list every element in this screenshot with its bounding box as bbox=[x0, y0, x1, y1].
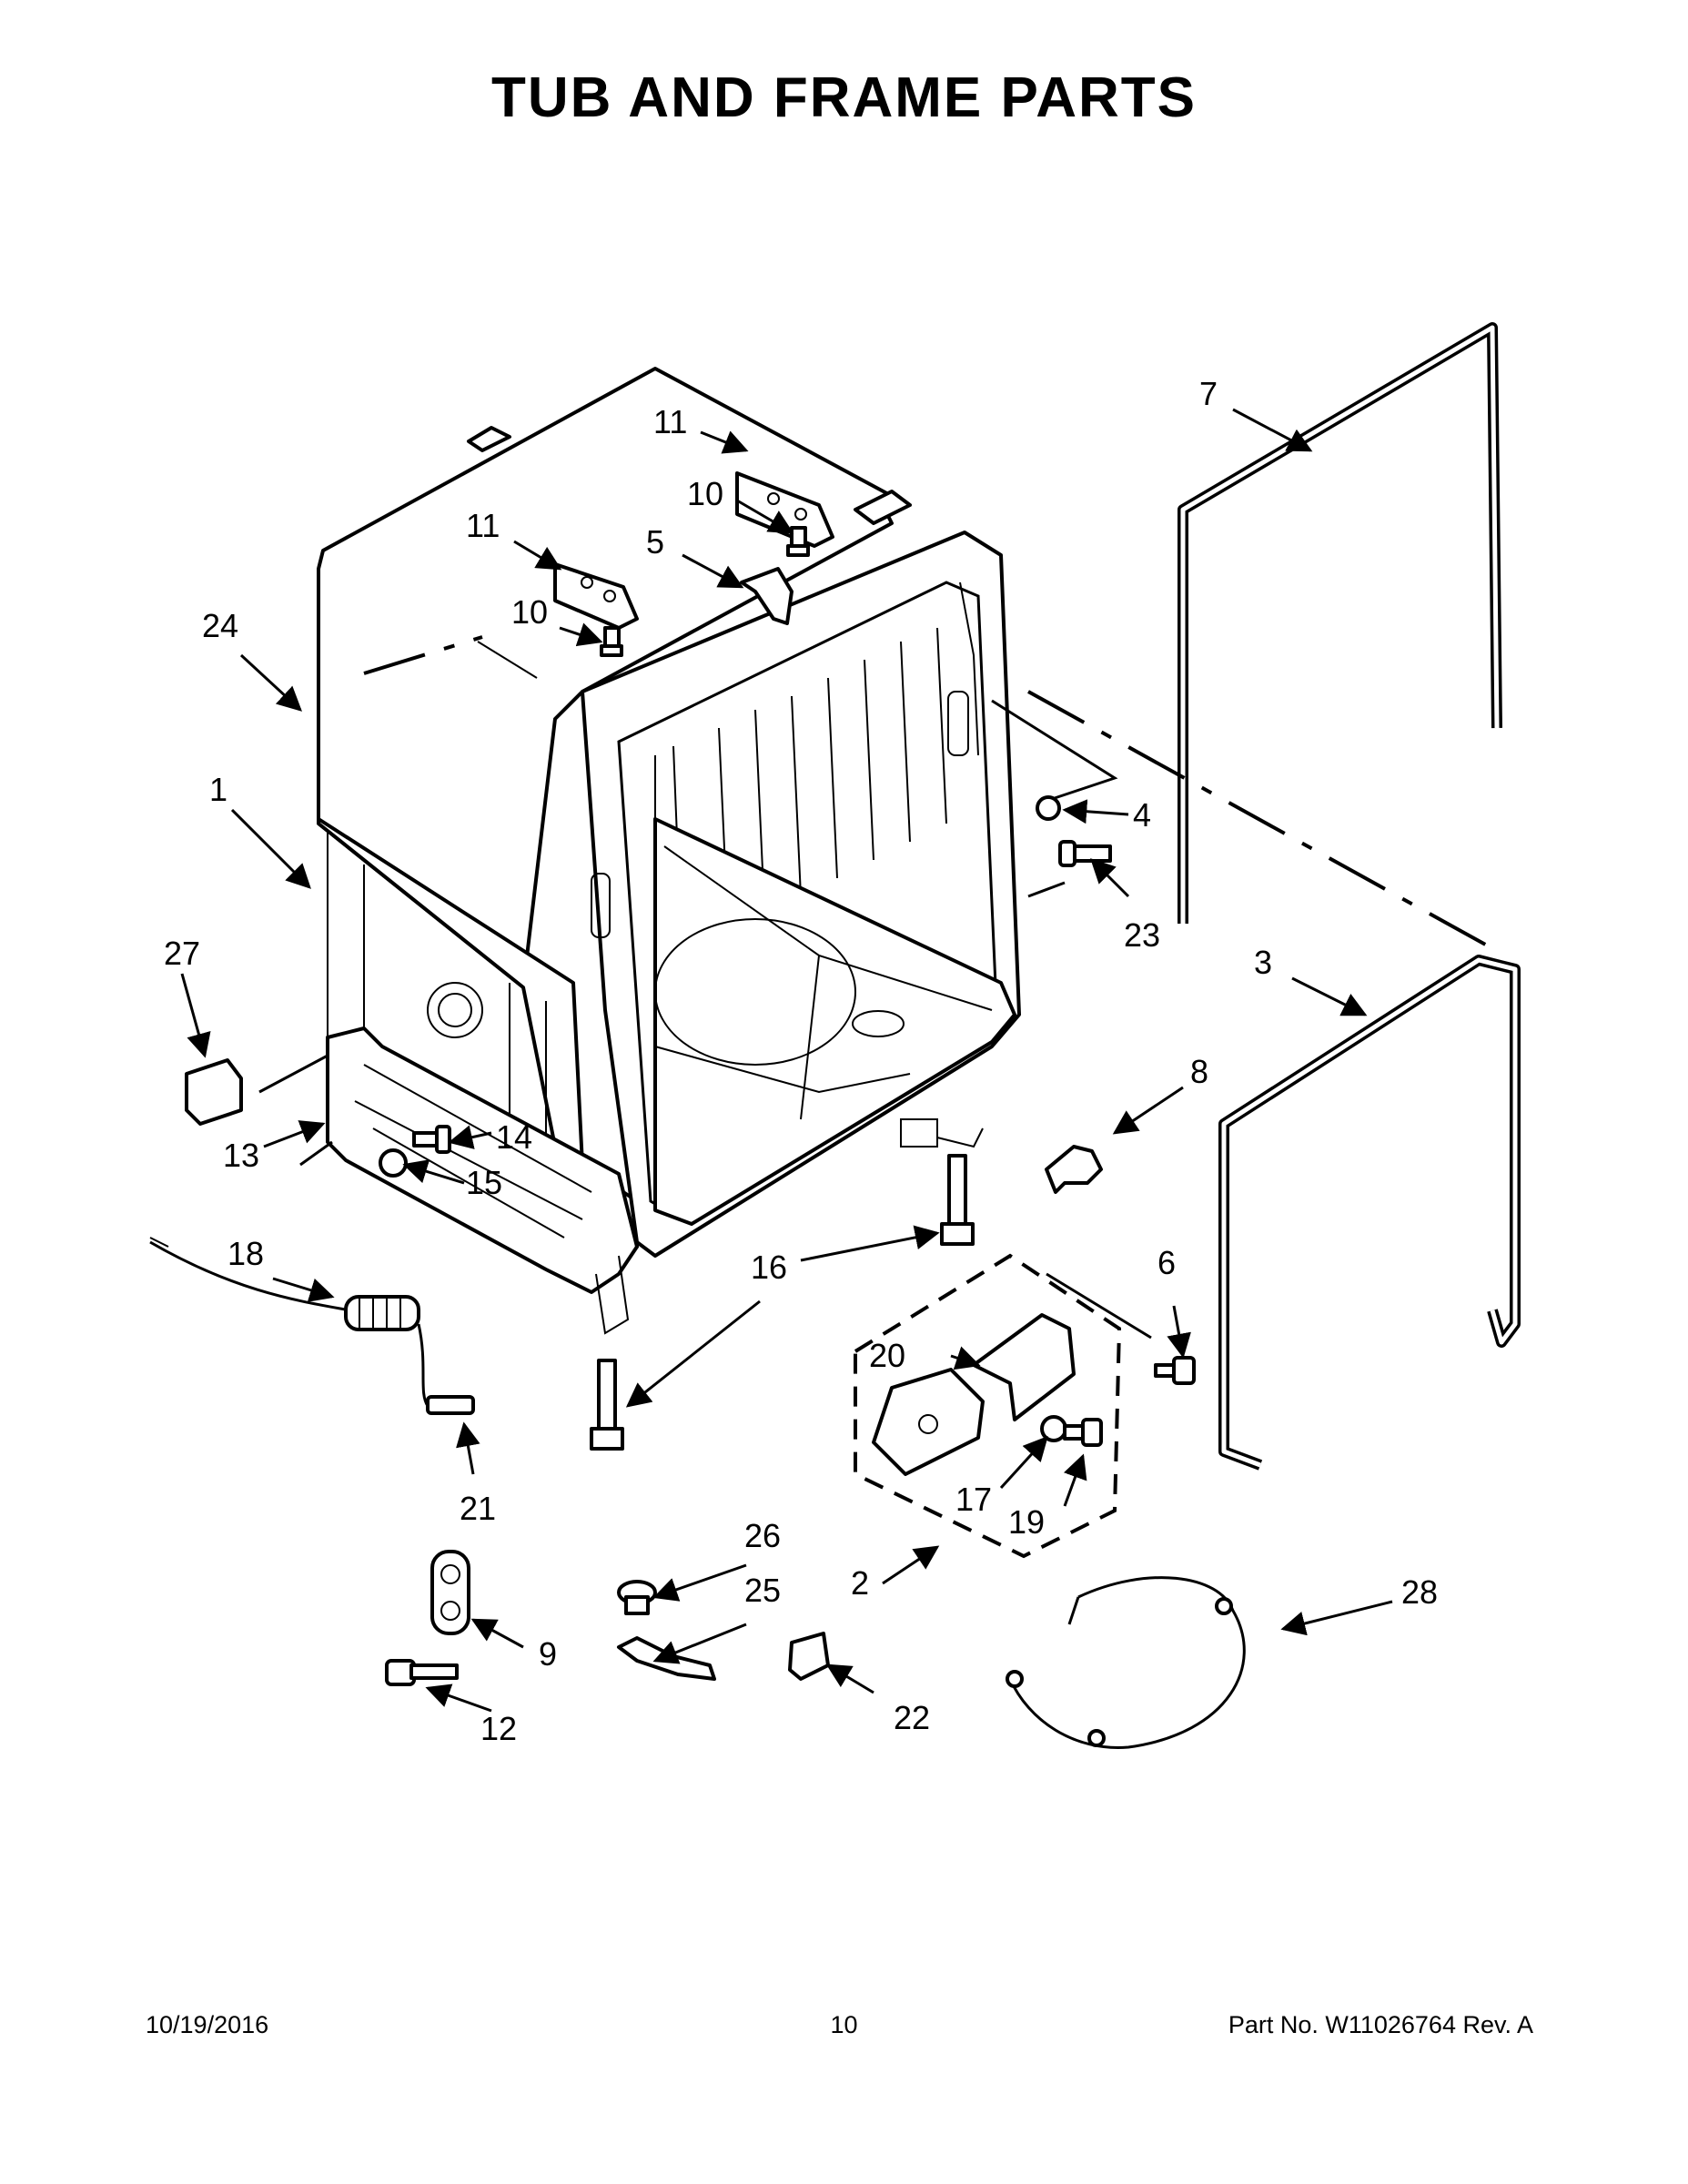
callout-1: 1 bbox=[209, 771, 227, 808]
door-seal-bottom bbox=[1218, 955, 1521, 1471]
callout-22: 22 bbox=[894, 1699, 930, 1736]
tub-assembly bbox=[317, 367, 1021, 1335]
callout-21: 21 bbox=[460, 1490, 496, 1527]
callout-11-lower: 11 bbox=[466, 507, 500, 544]
callout-10-upper: 10 bbox=[687, 475, 723, 512]
screw-6 bbox=[1154, 1356, 1196, 1385]
callout-24: 24 bbox=[202, 607, 238, 644]
callout-26: 26 bbox=[744, 1517, 781, 1554]
hinge-bracket-lower bbox=[553, 562, 639, 630]
callout-5: 5 bbox=[646, 523, 664, 561]
bracket-9 bbox=[430, 1550, 470, 1635]
clip-8 bbox=[1045, 1145, 1103, 1194]
footer-page-number: 10 bbox=[830, 2011, 858, 2038]
screw-14 bbox=[412, 1125, 451, 1154]
callout-7: 7 bbox=[1199, 375, 1218, 412]
leader-arrows bbox=[180, 408, 1393, 1713]
clip-part bbox=[740, 567, 793, 625]
callout-20: 20 bbox=[869, 1337, 905, 1374]
callout-19: 19 bbox=[1008, 1503, 1045, 1541]
callout-27: 27 bbox=[164, 935, 200, 972]
leveling-leg-front bbox=[590, 1359, 624, 1451]
callout-numbers: 11 10 11 10 5 24 1 7 4 23 3 27 8 13 14 1… bbox=[164, 375, 1438, 1747]
wire-harness-28 bbox=[1006, 1576, 1246, 1749]
callout-18: 18 bbox=[227, 1235, 264, 1272]
bracket-base bbox=[872, 1368, 985, 1476]
callout-10-lower: 10 bbox=[511, 593, 548, 631]
screw-12 bbox=[385, 1659, 459, 1686]
assembly-line-seal bbox=[1027, 690, 1498, 953]
callout-9: 9 bbox=[539, 1635, 557, 1673]
callout-3: 3 bbox=[1254, 944, 1272, 981]
door-seal-top bbox=[1178, 322, 1502, 924]
callout-8: 8 bbox=[1190, 1053, 1208, 1090]
callout-15: 15 bbox=[466, 1164, 502, 1201]
callout-25: 25 bbox=[744, 1572, 781, 1609]
washer-15 bbox=[379, 1148, 408, 1178]
callout-28: 28 bbox=[1401, 1573, 1438, 1611]
door-spring-cable bbox=[149, 1237, 475, 1415]
footer-part-number: Part No. W11026764 Rev. A bbox=[1228, 2011, 1533, 2038]
assembly-line-blanket bbox=[363, 635, 483, 675]
screw-23 bbox=[1058, 840, 1112, 867]
hinge-bracket-upper bbox=[735, 471, 834, 548]
leveling-leg-rear bbox=[940, 1154, 975, 1246]
screw-19 bbox=[1063, 1418, 1103, 1447]
plug-part bbox=[1036, 795, 1061, 821]
callout-16: 16 bbox=[751, 1249, 787, 1286]
sensor-26 bbox=[617, 1580, 657, 1615]
callout-2: 2 bbox=[851, 1564, 869, 1602]
bracket-assembly-box bbox=[854, 1253, 1122, 1559]
bracket-cover-20 bbox=[972, 1313, 1076, 1421]
screw-lower bbox=[600, 626, 623, 657]
footer-date: 10/19/2016 bbox=[146, 2011, 269, 2038]
callout-17: 17 bbox=[955, 1481, 992, 1518]
callout-4: 4 bbox=[1133, 796, 1151, 834]
callout-12: 12 bbox=[480, 1710, 517, 1747]
connector-22 bbox=[788, 1632, 830, 1681]
screw-upper bbox=[786, 526, 810, 557]
base-frame bbox=[326, 1026, 639, 1294]
callout-23: 23 bbox=[1124, 916, 1160, 954]
callout-6: 6 bbox=[1157, 1244, 1176, 1281]
callout-11-upper: 11 bbox=[653, 403, 687, 440]
clip-27 bbox=[185, 1058, 243, 1126]
callout-13: 13 bbox=[223, 1137, 259, 1174]
callout-14: 14 bbox=[496, 1118, 532, 1156]
page-title: TUB AND FRAME PARTS bbox=[490, 66, 1198, 129]
